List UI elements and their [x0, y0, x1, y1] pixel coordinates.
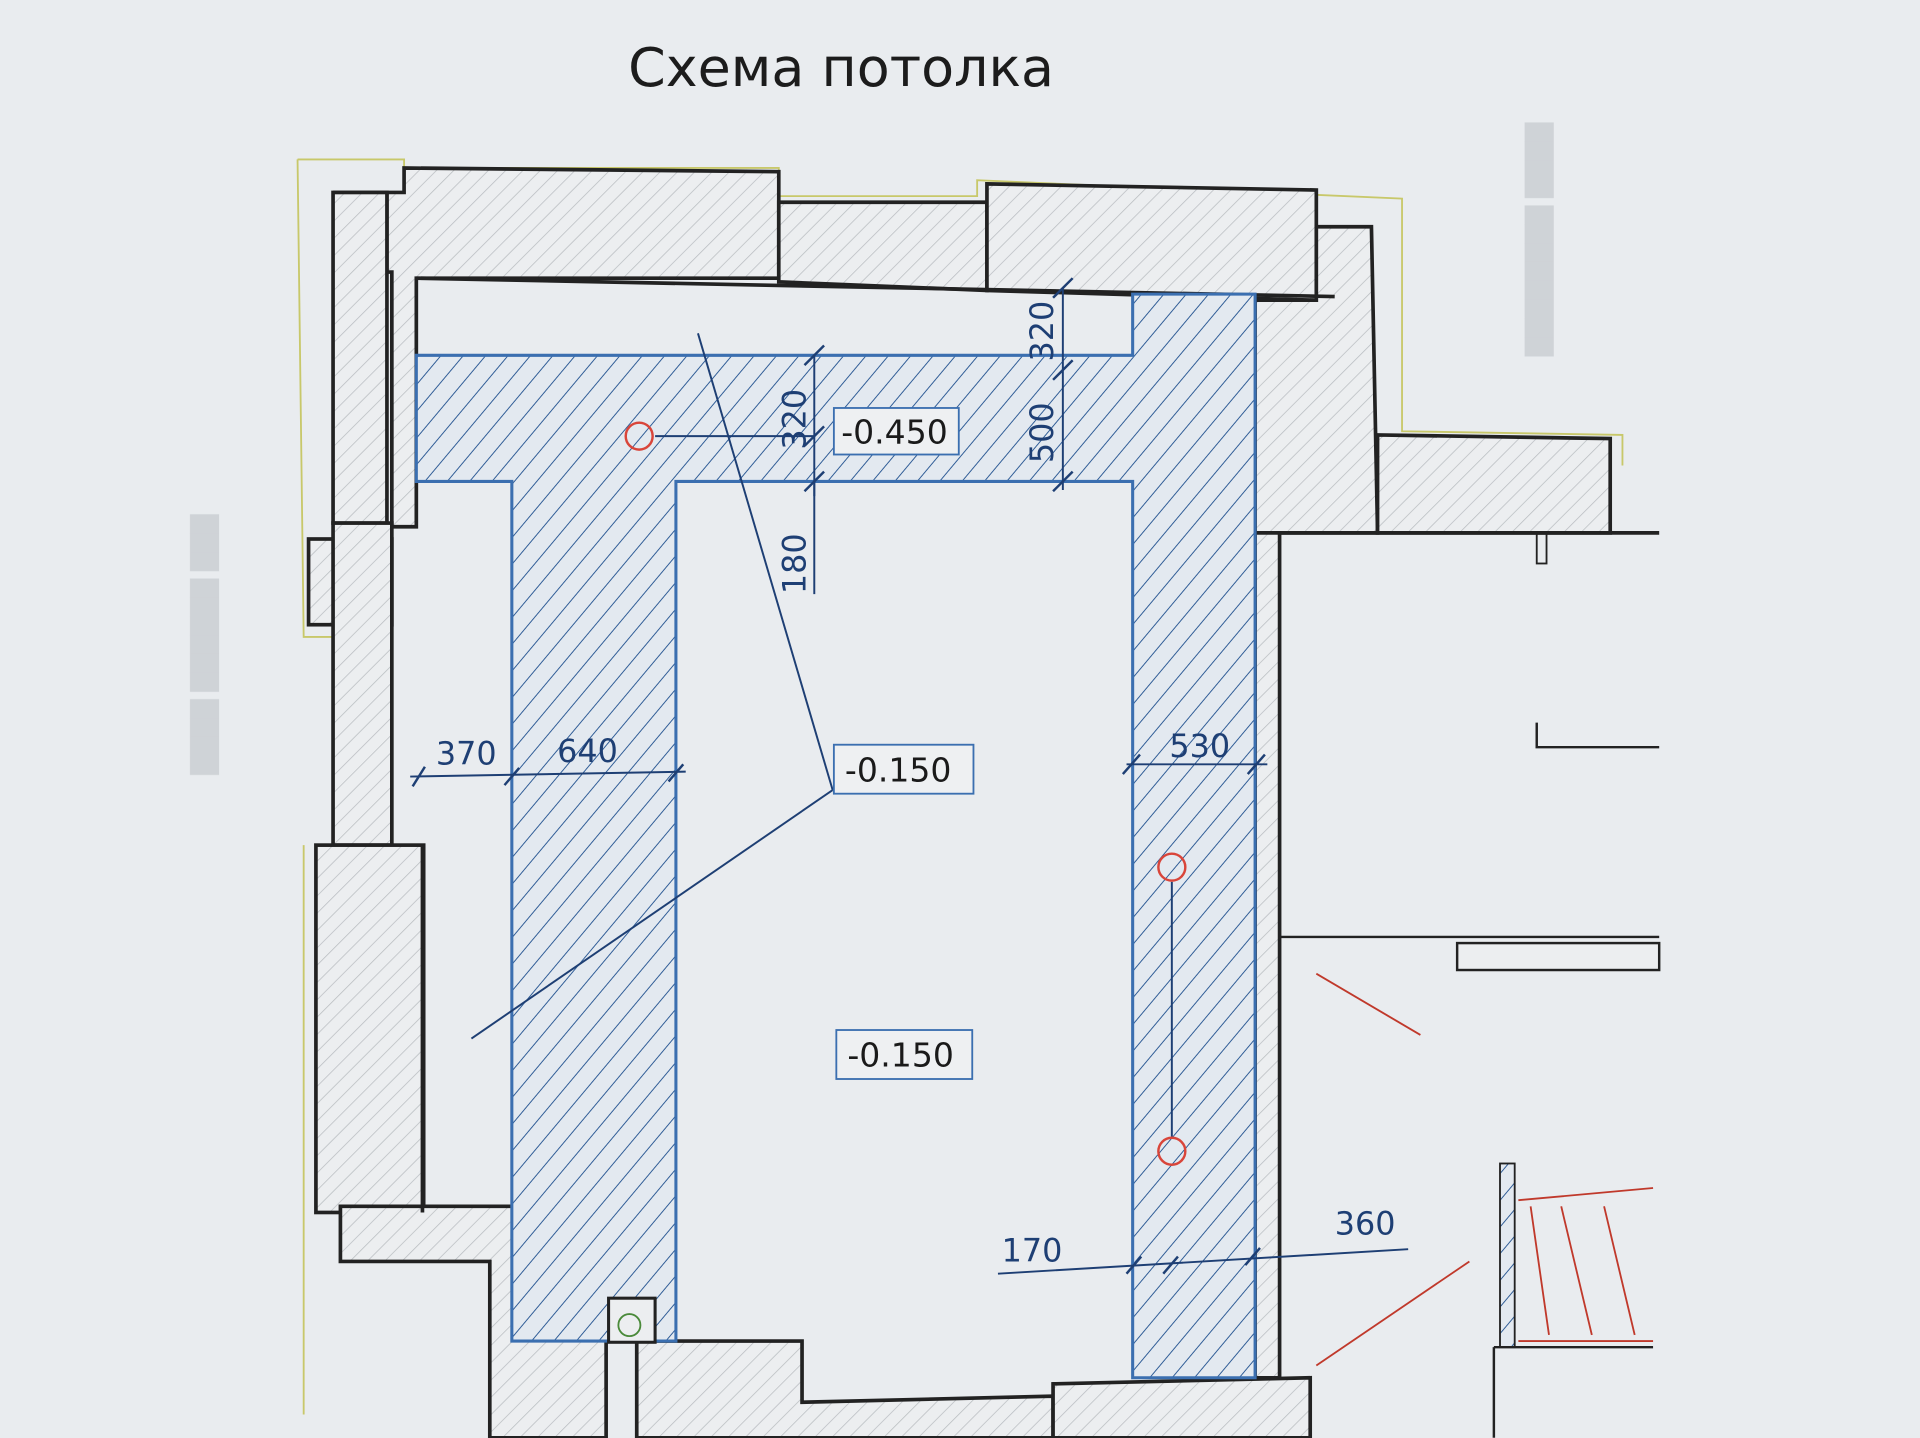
- light-fixture-icon: [624, 421, 654, 451]
- dim-320-left: 320: [776, 389, 814, 450]
- wall-right-stub: [1375, 433, 1613, 535]
- riser-box: [607, 1296, 657, 1344]
- dim-320-right: 320: [1023, 301, 1061, 362]
- wall-bottom-right: [1051, 1375, 1313, 1438]
- bleed-through-text: ████ ████████ ███ ██████ ████: [189, 122, 1554, 776]
- level-tag-center: -0.150: [835, 1029, 974, 1080]
- svg-text:████ ████████: ████ ████████: [1524, 122, 1554, 358]
- dimension-lines: [410, 277, 1409, 1275]
- level-tag-text: -0.150: [845, 750, 952, 789]
- level-tag-text: -0.450: [841, 412, 948, 451]
- level-tag-upper: -0.450: [832, 407, 960, 456]
- wall-top-right: [985, 182, 1319, 303]
- outline-top: [297, 158, 1624, 466]
- wall-bottom: [634, 1339, 1055, 1438]
- level-tag-text: -0.150: [847, 1036, 954, 1075]
- dim-500: 500: [1023, 402, 1061, 463]
- dim-640: 640: [557, 732, 618, 770]
- leader-lines: [470, 333, 1173, 1137]
- dim-170: 170: [1002, 1231, 1063, 1269]
- ceiling-level-zone: [414, 292, 1257, 1380]
- level-tag-middle: -0.150: [832, 743, 975, 795]
- wall-top-window: [776, 200, 989, 293]
- wall-left-mid: [331, 521, 394, 847]
- dim-530: 530: [1169, 727, 1230, 765]
- blue-hatched-band: [414, 292, 1257, 1380]
- outline-left: [296, 159, 337, 1415]
- dim-360: 360: [1335, 1205, 1396, 1243]
- light-fixture-icon: [1157, 1136, 1187, 1166]
- light-fixture-icon: [1157, 852, 1187, 882]
- dim-370: 370: [436, 734, 497, 772]
- svg-text:███ ██████ ████: ███ ██████ ████: [189, 514, 219, 776]
- wall-left-lower: [314, 843, 426, 1215]
- pipe-icon: [617, 1313, 642, 1338]
- plan-title: Схема потолка: [628, 36, 1054, 99]
- wall-left-upper: [331, 190, 389, 525]
- dim-180: 180: [776, 533, 814, 594]
- door-swings: [1315, 972, 1654, 1367]
